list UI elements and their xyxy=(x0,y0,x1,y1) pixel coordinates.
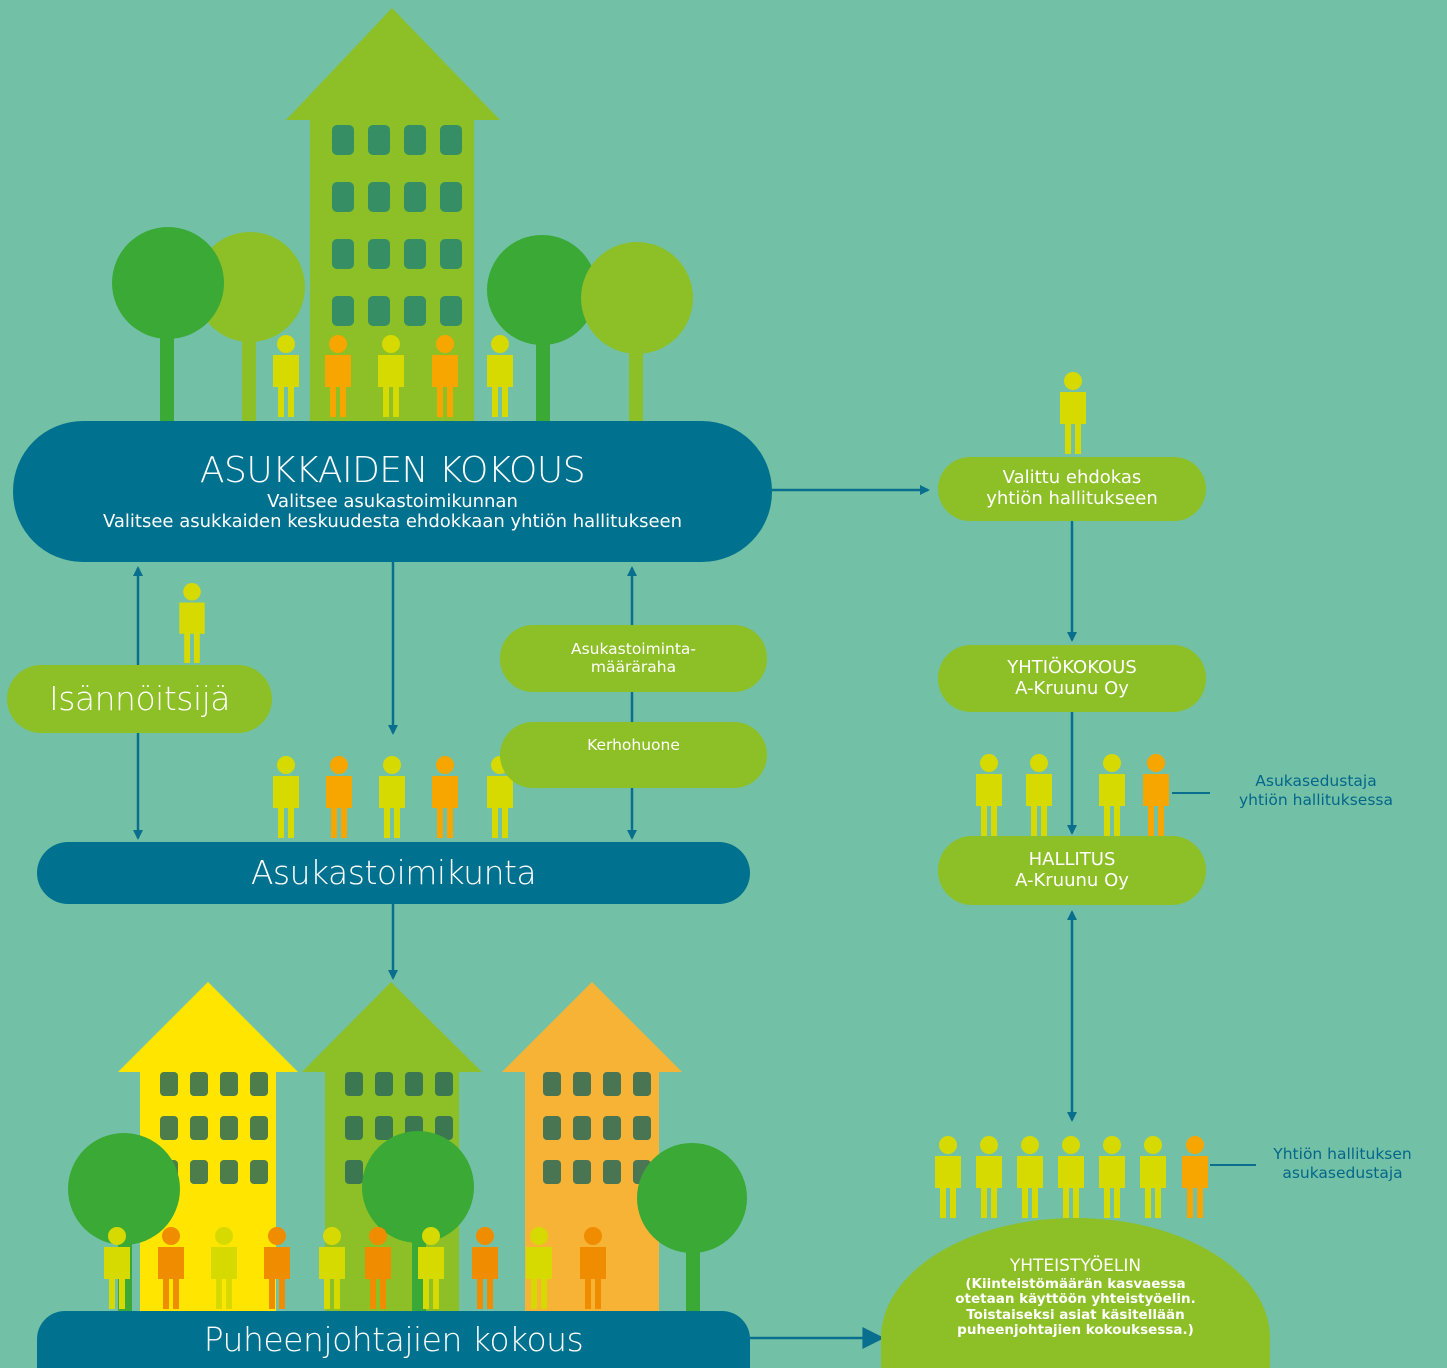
committee-label: Asukastoimikunta xyxy=(250,853,537,893)
funding-line1: Asukastoiminta- xyxy=(570,639,697,658)
top-tower-building xyxy=(286,8,500,426)
assembly-title: ASUKKAIDEN KOKOUS xyxy=(199,450,586,492)
board-note-line1: Asukasedustaja xyxy=(1255,772,1377,790)
coop-line3: Toistaiseksi asiat käsitellään xyxy=(966,1306,1185,1323)
assembly-box: ASUKKAIDEN KOKOUS Valitsee asukastoimiku… xyxy=(13,421,772,562)
manager-box: Isännöitsijä xyxy=(7,665,272,733)
board-line1: HALLITUS xyxy=(1028,848,1116,870)
manager-label: Isännöitsijä xyxy=(48,679,231,719)
assembly-line2: Valitsee asukkaiden keskuudesta ehdokkaa… xyxy=(102,511,683,533)
coop-note-line1: Yhtiön hallituksen xyxy=(1273,1145,1412,1163)
coop-line4: puheenjohtajien kokouksessa.) xyxy=(957,1322,1194,1339)
candidate-box: Valittu ehdokas yhtiön hallitukseen xyxy=(938,457,1206,521)
clubroom-label: Kerhohuone xyxy=(587,736,680,755)
candidate-line1: Valittu ehdokas xyxy=(1002,467,1142,489)
board-box: HALLITUS A-Kruunu Oy xyxy=(938,836,1206,905)
chairs-label: Puheenjohtajien kokous xyxy=(203,1319,584,1359)
agm-line2: A-Kruunu Oy xyxy=(1015,677,1129,699)
coop-title: YHTEISTYÖELIN xyxy=(1009,1256,1142,1277)
candidate-line2: yhtiön hallitukseen xyxy=(986,488,1158,509)
candidate-figure xyxy=(1060,372,1086,454)
assembly-line1: Valitsee asukastoimikunnan xyxy=(267,490,518,512)
agm-box: YHTIÖKOKOUS A-Kruunu Oy xyxy=(938,645,1206,712)
top-trees xyxy=(112,227,693,426)
clubroom-box: Kerhohuone xyxy=(500,722,767,788)
board-line2: A-Kruunu Oy xyxy=(1015,869,1129,891)
manager-figure xyxy=(179,583,205,663)
top-residents xyxy=(273,335,513,417)
coop-members xyxy=(935,1136,1208,1218)
agm-line1: YHTIÖKOKOUS xyxy=(1007,656,1137,678)
committee-residents xyxy=(273,756,513,838)
coop-note: Yhtiön hallituksen asukasedustaja xyxy=(1240,1145,1445,1182)
coop-note-line2: asukasedustaja xyxy=(1282,1163,1403,1182)
board-note: Asukasedustaja yhtiön hallituksessa xyxy=(1196,772,1436,809)
chairs-box: Puheenjohtajien kokous xyxy=(37,1311,750,1368)
coop-line2: otetaan käyttöön yhteistyöelin. xyxy=(955,1291,1196,1308)
coop-line1: (Kiinteistömäärän kasvaessa xyxy=(965,1275,1186,1292)
board-note-line2: yhtiön hallituksessa xyxy=(1239,790,1393,809)
committee-box: Asukastoimikunta xyxy=(37,842,750,904)
funding-line2: määräraha xyxy=(590,657,677,676)
funding-box: Asukastoiminta- määräraha xyxy=(500,625,767,692)
